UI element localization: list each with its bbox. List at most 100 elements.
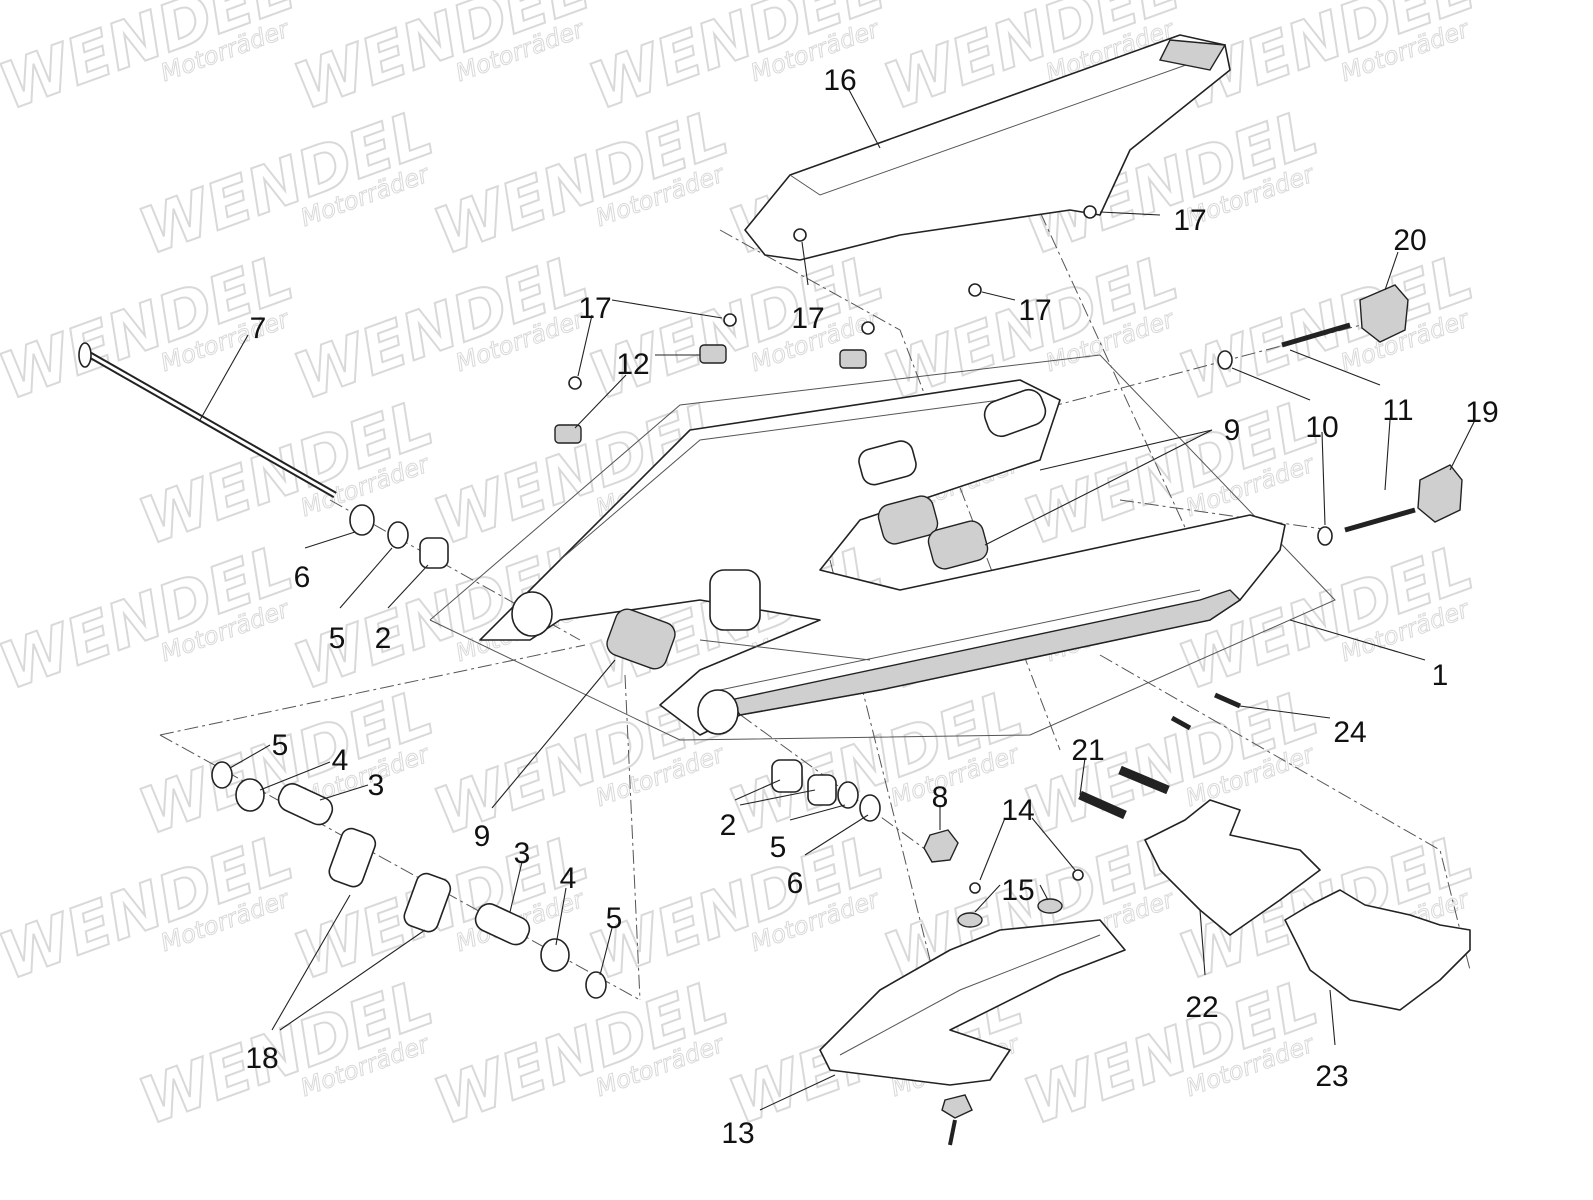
callout-4: 4: [332, 744, 349, 777]
screw: [1072, 869, 1084, 881]
callout-22: 22: [1185, 991, 1218, 1024]
screw: [568, 376, 582, 390]
seal-ring: [349, 504, 375, 536]
callout-2: 2: [720, 809, 737, 842]
washer: [540, 938, 570, 972]
spacer-bushing: [474, 903, 531, 946]
callout-13: 13: [721, 1117, 754, 1150]
axis-line: [1029, 189, 1201, 561]
bolt: [1170, 715, 1192, 731]
callout-24: 24: [1333, 716, 1366, 749]
swingarm-underside: [728, 589, 1242, 716]
callout-14: 14: [1001, 794, 1034, 827]
screw: [969, 882, 981, 894]
chain-guide-bracket: [1144, 799, 1321, 936]
clip-nut: [839, 349, 867, 369]
callout-17: 17: [1173, 204, 1206, 237]
callout-23: 23: [1315, 1060, 1348, 1093]
rubber-pad: [877, 495, 939, 545]
seal-ring: [859, 794, 881, 822]
bolt: [1078, 790, 1127, 820]
assembly-frame: [429, 354, 1336, 741]
callout-16: 16: [823, 64, 856, 97]
axle-head: [78, 342, 92, 368]
circlip: [387, 521, 409, 549]
washer: [235, 778, 265, 812]
callout-1: 1: [1432, 659, 1449, 692]
swingarm-window: [983, 388, 1047, 438]
washer: [1317, 526, 1333, 546]
chain-guide: [1284, 889, 1471, 1011]
callout-17: 17: [1018, 294, 1051, 327]
axis-line: [1099, 654, 1471, 971]
axis-line: [624, 674, 641, 1001]
grommet: [957, 912, 983, 928]
pivot-bore: [697, 689, 739, 735]
screw: [1083, 205, 1097, 219]
leader-lines: [199, 87, 1476, 1111]
eccentric-plate: [403, 872, 452, 933]
callout-10: 10: [1305, 411, 1338, 444]
chain-adjuster: [1417, 464, 1463, 523]
screw: [723, 313, 737, 327]
swingarm-axle-highlight: [89, 353, 336, 497]
chain-slider: [819, 919, 1126, 1086]
callout-3: 3: [514, 837, 531, 870]
rubber-pad: [927, 520, 989, 570]
circlip: [585, 971, 607, 999]
callout-7: 7: [250, 312, 267, 345]
grommet: [1037, 898, 1063, 914]
adjuster-bolt: [1281, 322, 1351, 348]
callout-8: 8: [932, 781, 949, 814]
axis-line: [829, 559, 961, 1081]
swingarm-window: [858, 440, 917, 486]
callout-6: 6: [787, 867, 804, 900]
eccentric-plate: [328, 827, 377, 888]
callout-2: 2: [375, 622, 392, 655]
circlip: [211, 761, 233, 789]
screw: [861, 321, 875, 335]
clip-nut: [554, 424, 582, 444]
chain-slider-edge: [839, 934, 1101, 1056]
callout-5: 5: [329, 622, 346, 655]
callout-3: 3: [368, 769, 385, 802]
callout-6: 6: [294, 561, 311, 594]
callout-11: 11: [1382, 394, 1413, 427]
slider-nut: [941, 1094, 973, 1119]
callout-12: 12: [616, 348, 649, 381]
chain-guard: [744, 34, 1231, 261]
clip-nut: [699, 344, 727, 364]
callout-19: 19: [1465, 396, 1498, 429]
callout-5: 5: [606, 902, 623, 935]
axis-line: [159, 644, 586, 736]
needle-bearing: [419, 537, 449, 569]
callout-18: 18: [245, 1042, 278, 1075]
axis-line: [1119, 499, 1331, 531]
swingarm-window: [709, 569, 761, 631]
chain-guard-edge: [789, 59, 1201, 196]
callout-21: 21: [1071, 734, 1104, 767]
screw: [793, 228, 807, 242]
bolt: [1118, 765, 1170, 795]
chain-guard-end: [1158, 39, 1227, 71]
callout-17: 17: [791, 302, 824, 335]
screw: [968, 283, 982, 297]
circlip: [837, 781, 859, 809]
adjuster-bolt: [1344, 507, 1416, 533]
needle-bearing: [771, 759, 803, 793]
needle-bearing: [807, 774, 837, 806]
callout-5: 5: [770, 831, 787, 864]
swingarm-edge: [559, 399, 1201, 691]
callout-4: 4: [560, 862, 577, 895]
callout-5: 5: [272, 729, 289, 762]
rubber-pad: [606, 608, 676, 670]
bolt: [1213, 692, 1242, 709]
pivot-bore: [511, 591, 553, 637]
chain-adjuster: [1359, 284, 1409, 343]
callout-20: 20: [1393, 224, 1426, 257]
callout-9: 9: [474, 820, 491, 853]
axle-nut: [923, 829, 959, 863]
callout-15: 15: [1001, 874, 1034, 907]
